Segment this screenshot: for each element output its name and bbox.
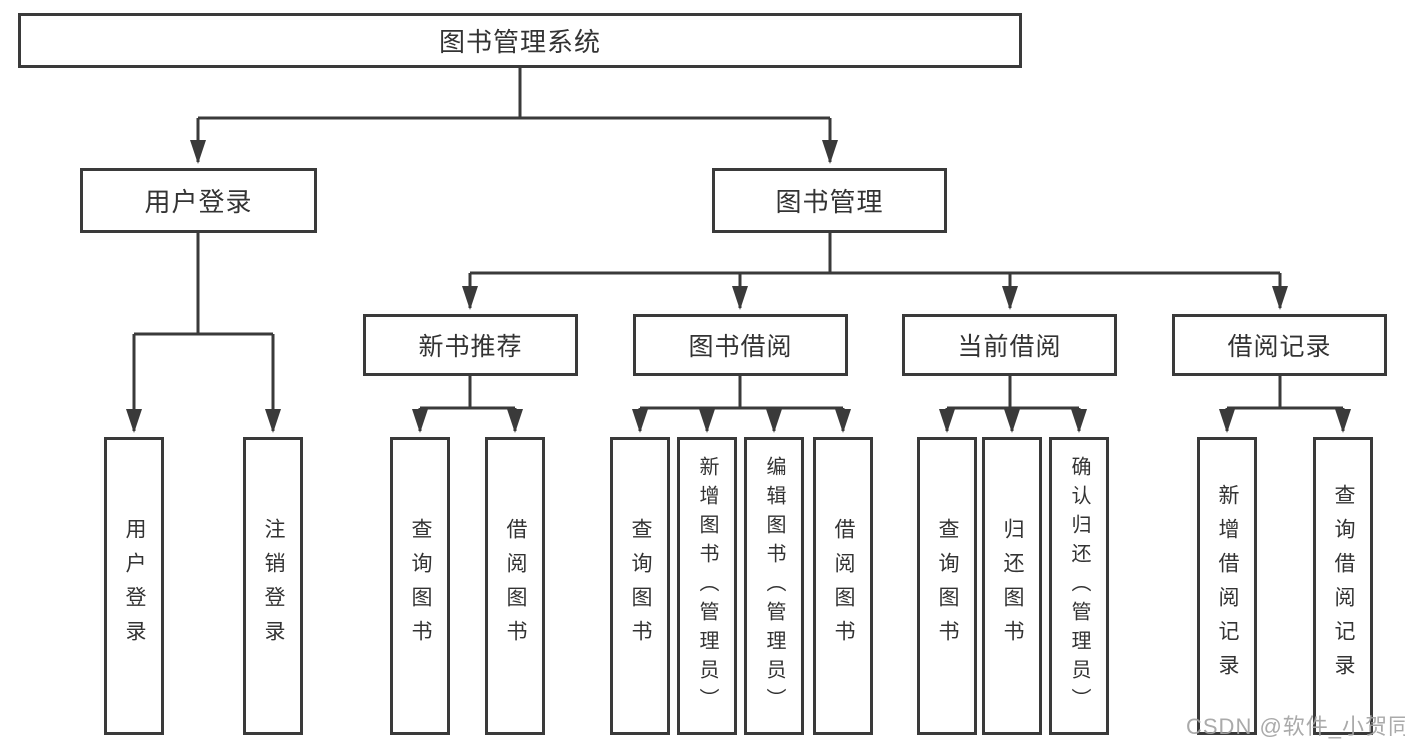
node-borrow-records: 借阅记录 — [1172, 314, 1387, 376]
leaf-return-books: 归还图书 — [982, 437, 1042, 735]
leaf-query-books-borrow: 查询图书 — [610, 437, 670, 735]
watermark: CSDN @软件_小贺同学 — [1186, 714, 1405, 739]
leaf-borrow-books-recommend: 借阅图书 — [485, 437, 545, 735]
leaf-query-books-recommend: 查询图书 — [390, 437, 450, 735]
leaf-borrow-books: 借阅图书 — [813, 437, 873, 735]
node-new-book-recommend: 新书推荐 — [363, 314, 578, 376]
leaf-query-borrow-record: 查询借阅记录 — [1313, 437, 1373, 735]
node-library-management-system: 图书管理系统 — [18, 13, 1022, 68]
leaf-query-books-current: 查询图书 — [917, 437, 977, 735]
leaf-user-login: 用户登录 — [104, 437, 164, 735]
node-current-borrow: 当前借阅 — [902, 314, 1117, 376]
leaf-confirm-return-admin: 确认归还（管理员） — [1049, 437, 1109, 735]
node-book-management: 图书管理 — [712, 168, 947, 233]
leaf-add-borrow-record: 新增借阅记录 — [1197, 437, 1257, 735]
leaf-logout: 注销登录 — [243, 437, 303, 735]
leaf-add-books-admin: 新增图书（管理员） — [677, 437, 737, 735]
node-book-borrow: 图书借阅 — [633, 314, 848, 376]
node-user-login: 用户登录 — [80, 168, 317, 233]
leaf-edit-books-admin: 编辑图书（管理员） — [744, 437, 804, 735]
